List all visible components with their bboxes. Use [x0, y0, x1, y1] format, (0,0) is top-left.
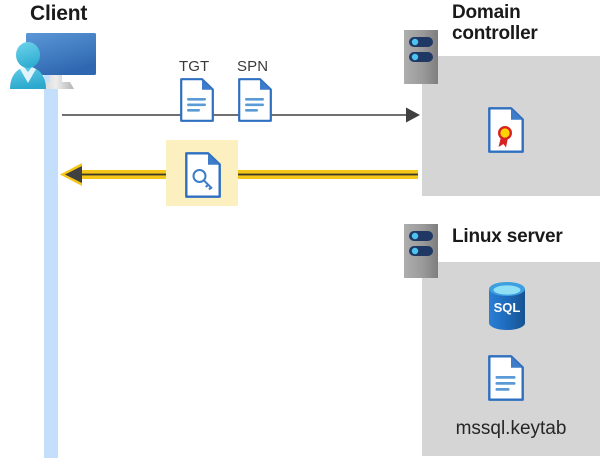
linux-server-rack-icon: [404, 224, 438, 283]
domain-controller-title: Domain controller: [452, 2, 582, 45]
keytab-filename-label: mssql.keytab: [455, 418, 567, 439]
sql-database-icon: SQL: [487, 281, 527, 331]
response-arrow: [60, 160, 418, 190]
key-document-icon: [185, 152, 221, 198]
domain-controller-title-line1: Domain: [452, 2, 521, 23]
linux-server-title: Linux server: [452, 226, 563, 247]
domain-controller-rack-icon: [404, 30, 438, 89]
request-arrow: [62, 107, 420, 123]
certificate-document-icon: [488, 107, 524, 153]
client-lifeline: [44, 62, 58, 458]
svg-text:SQL: SQL: [494, 300, 521, 315]
client-title: Client: [30, 2, 88, 25]
client-icon: [6, 25, 100, 95]
spn-label: SPN: [237, 58, 269, 75]
tgt-label: TGT: [179, 58, 210, 75]
spn-document-icon: [238, 78, 272, 122]
keytab-document-icon: [488, 355, 524, 401]
domain-controller-title-line2: controller: [452, 23, 538, 45]
tgt-document-icon: [180, 78, 214, 122]
